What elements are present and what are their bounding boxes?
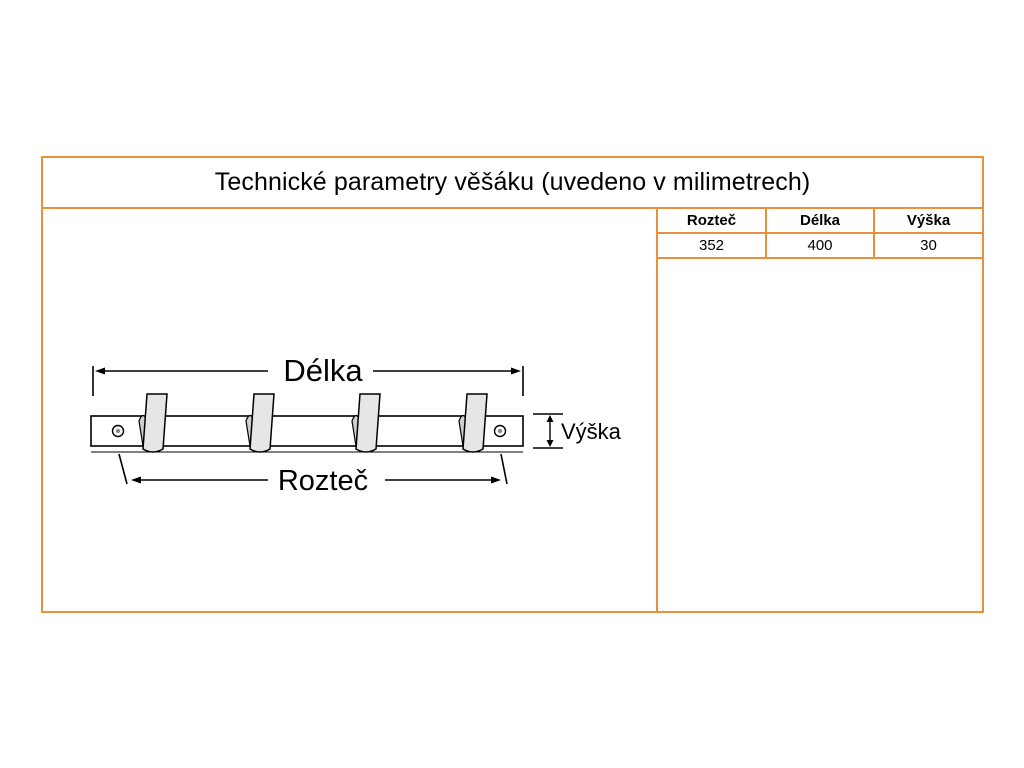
specification-frame: Technické parametry věšáku (uvedeno v mi…	[41, 156, 984, 613]
length-arrowhead-right	[511, 367, 521, 375]
spec-header-length: Délka	[765, 209, 874, 234]
spec-panel: Rozteč Délka Výška 352 400 30	[656, 209, 982, 611]
pitch-dimension	[118, 453, 508, 485]
hook-3	[351, 393, 381, 453]
spec-header-row: Rozteč Délka Výška	[658, 209, 982, 234]
height-arrowhead-top	[546, 415, 554, 422]
spec-value-pitch: 352	[658, 233, 766, 259]
spec-value-height: 30	[873, 233, 982, 259]
page-title: Technické parametry věšáku (uvedeno v mi…	[43, 158, 982, 209]
screw-hole-right-center	[497, 428, 503, 434]
spec-value-row: 352 400 30	[658, 233, 982, 259]
length-arrowhead-left	[95, 367, 105, 375]
pitch-extension-left	[118, 453, 128, 485]
screw-hole-left-center	[115, 428, 121, 434]
pitch-extension-right	[500, 453, 508, 485]
hanger-drawing: Délka	[43, 209, 656, 611]
spec-value-length: 400	[765, 233, 874, 259]
pitch-arrowhead-right	[491, 476, 501, 484]
height-label: Výška	[561, 419, 622, 444]
length-label: Délka	[283, 353, 363, 388]
spec-header-pitch: Rozteč	[658, 209, 766, 234]
length-dimension	[92, 366, 524, 396]
spec-table: Rozteč Délka Výška 352 400 30	[658, 209, 982, 259]
hanger-diagram-svg: Délka	[90, 353, 622, 497]
hook-1	[138, 393, 168, 453]
spec-header-height: Výška	[873, 209, 982, 234]
pitch-arrowhead-left	[131, 476, 141, 484]
hook-4	[458, 393, 488, 453]
height-arrowhead-bottom	[546, 440, 554, 447]
hook-2	[245, 393, 275, 453]
height-dimension	[533, 413, 563, 449]
pitch-label: Rozteč	[278, 465, 368, 497]
